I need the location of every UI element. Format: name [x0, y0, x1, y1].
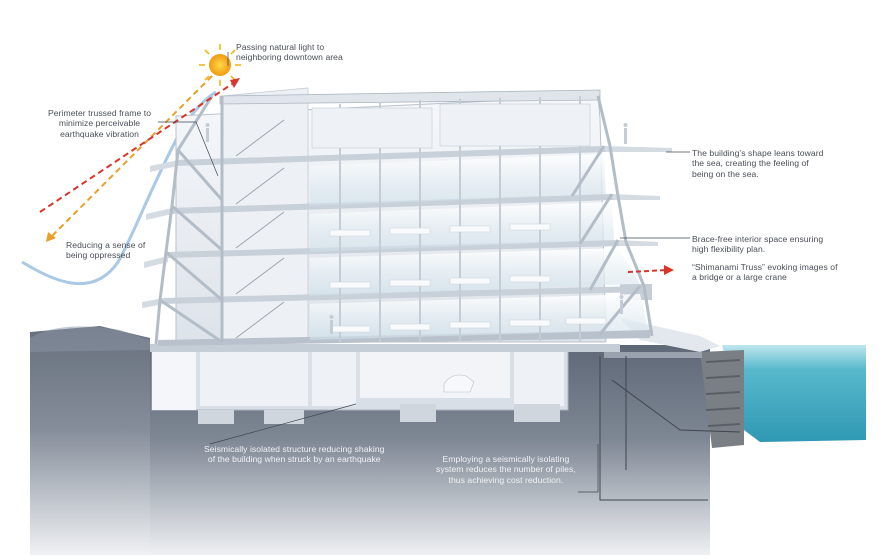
annotation-seismic-isolation: Seismically isolated structure reducing …: [204, 444, 385, 465]
light-path-arrows: [39, 75, 240, 242]
annotation-trussed-frame: Perimeter trussed frame to minimize perc…: [48, 108, 152, 139]
annotation-brace-free-space: Brace-free interior space ensuring high …: [692, 234, 824, 255]
annotation-building-leans: The building’s shape leans toward the se…: [692, 148, 824, 179]
annotation-fewer-piles: Employing a seismically isolating system…: [436, 454, 576, 485]
quay-wall: [604, 350, 744, 448]
building-body: [142, 87, 672, 424]
annotation-natural-light: Passing natural light to neighboring dow…: [236, 42, 343, 63]
leader-lines: [158, 52, 690, 493]
annotation-shimanami-truss: “Shimanami Truss” evoking images of a br…: [692, 262, 838, 283]
people-figures: [205, 123, 628, 334]
pile-foundation: [599, 356, 741, 501]
sun-icon: [199, 44, 241, 86]
perimeter-trussed-frame: [154, 95, 654, 345]
annotation-reducing-oppression: Reducing a sense of being oppressed: [66, 240, 146, 261]
sea-direction-arrow: [627, 265, 674, 275]
